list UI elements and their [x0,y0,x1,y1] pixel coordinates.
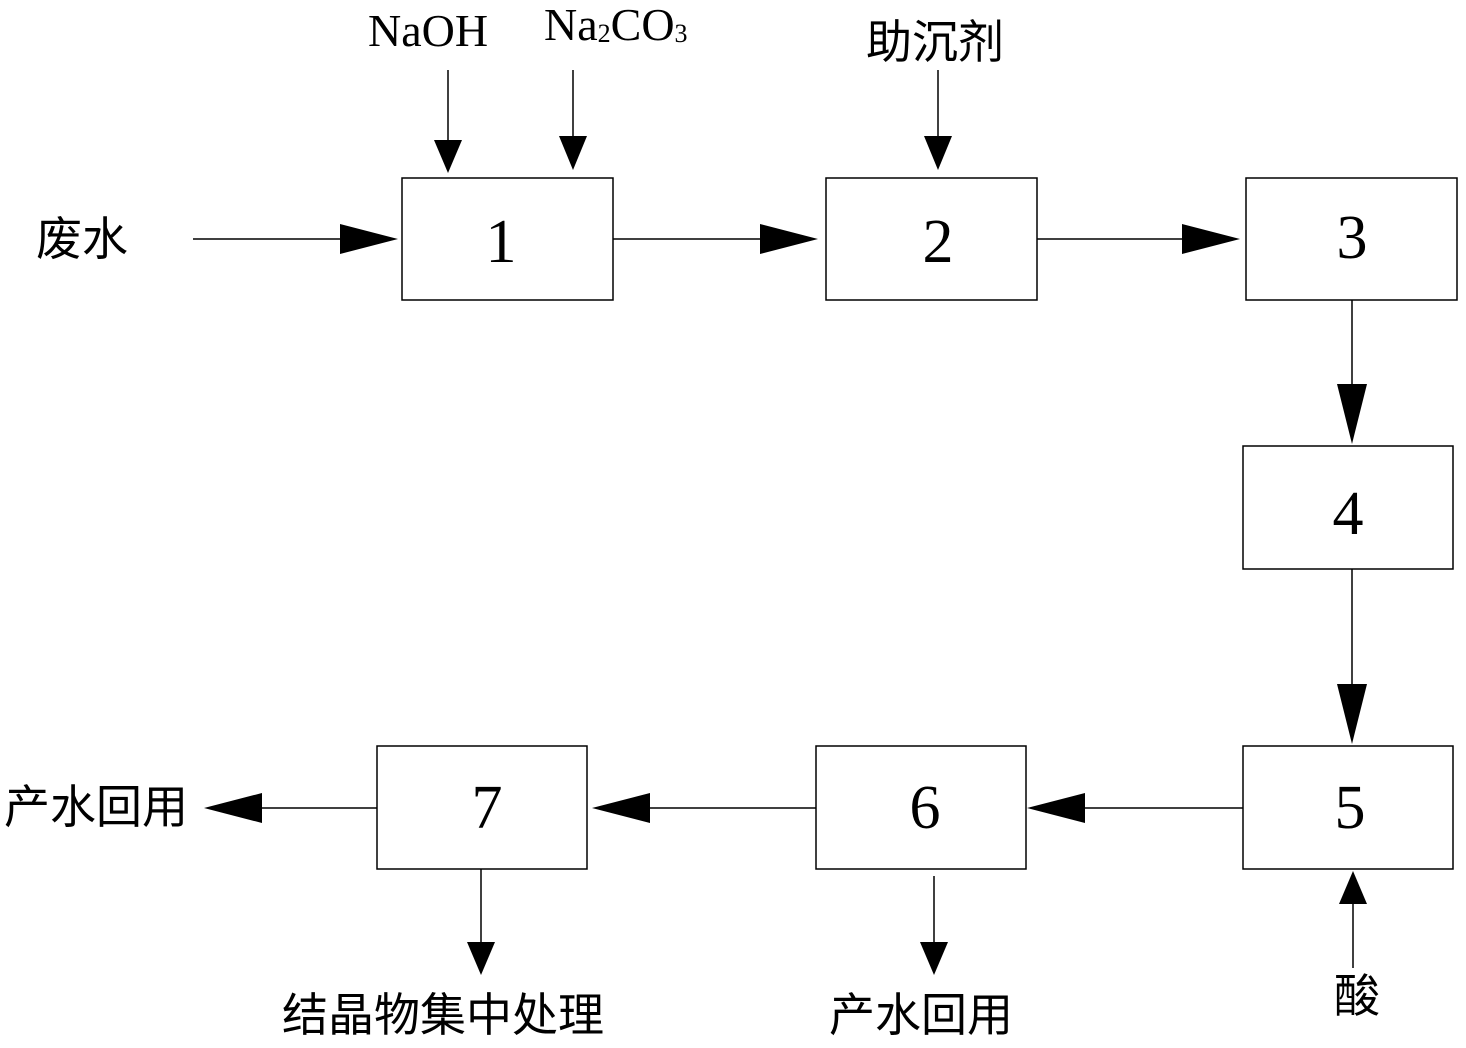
arrow-7-to-crystal-treatment [467,869,495,975]
box-4: 4 [1242,445,1454,570]
arrow-naoh-to-1 [434,70,462,173]
arrow-1-to-2 [613,224,818,254]
box-6: 6 [815,745,1027,870]
acid-label: 酸 [1334,969,1380,1023]
box-1: 1 [401,177,614,301]
arrow-coagulant-to-2 [924,70,952,170]
arrow-na2co3-to-1 [559,70,587,170]
arrow-2-to-3 [1037,224,1240,254]
box-5-label: 5 [1335,774,1366,842]
box-3: 3 [1245,177,1458,301]
arrow-6-to-water-reuse [920,876,948,975]
box-1-label: 1 [486,208,517,276]
na2co3-label: Na2CO3 [544,0,688,50]
arrow-7-to-water-reuse [204,793,377,823]
box-2-label: 2 [923,208,954,276]
arrow-5-to-6 [1027,793,1243,823]
arrow-acid-to-5 [1339,871,1367,968]
arrow-4-to-5 [1337,569,1367,744]
arrow-6-to-7 [592,793,816,823]
naoh-label: NaOH [368,5,488,56]
water-reuse-left-label: 产水回用 [4,780,188,834]
box-5: 5 [1242,745,1454,870]
coagulant-aid-label: 助沉剂 [866,15,1004,69]
arrow-3-to-4 [1337,300,1367,444]
box-7: 7 [376,745,588,870]
box-7-label: 7 [472,774,503,842]
box-2: 2 [825,177,1038,301]
box-4-label: 4 [1333,480,1364,548]
arrow-wastewater-to-1 [193,224,398,254]
wastewater-label: 废水 [36,212,128,266]
crystal-treatment-label: 结晶物集中处理 [282,988,604,1042]
box-3-label: 3 [1337,204,1368,272]
box-6-label: 6 [910,774,941,842]
water-reuse-bottom-label: 产水回用 [829,988,1013,1042]
